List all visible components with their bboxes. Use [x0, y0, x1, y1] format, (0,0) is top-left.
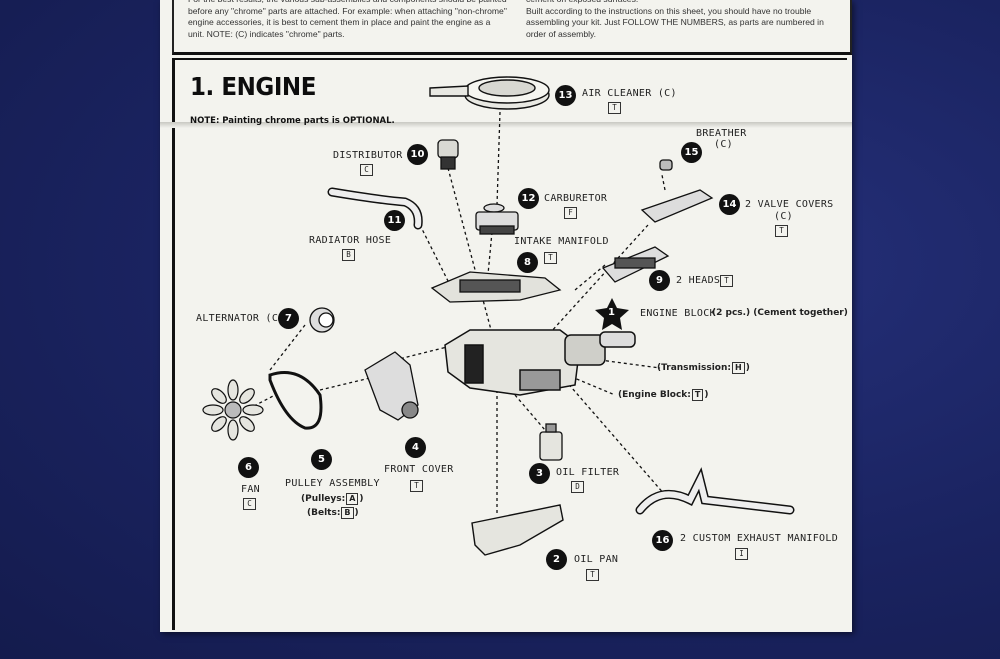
step-badge-2: 2	[546, 549, 567, 570]
part-label-distributor: DISTRIBUTOR	[333, 150, 403, 161]
part-label-front-cover: FRONT COVER	[384, 464, 454, 475]
part-label-heads: 2 HEADS	[676, 275, 721, 286]
distributor-part	[437, 139, 459, 170]
oil-filter-part	[539, 423, 563, 461]
step-badge-15: 15	[681, 142, 702, 163]
alternator-part	[309, 307, 335, 333]
step-badge-9: 9	[649, 270, 670, 291]
callout-transmission-label: (Transmission:	[657, 363, 731, 373]
pulley-pulleys-line: (Pulleys:A)	[301, 493, 364, 505]
carburetor-part	[475, 203, 519, 235]
paper-fold	[160, 122, 852, 128]
part-label-valve-covers: 2 VALVE COVERS	[745, 199, 834, 210]
step-badge-8: 8	[517, 252, 538, 273]
part-label-radiator-hose: RADIATOR HOSE	[309, 235, 392, 246]
part-code-oil-pan: T	[586, 569, 599, 581]
part-code-fan: C	[243, 498, 256, 510]
part-code-distributor: C	[360, 164, 373, 176]
part-label-breather: BREATHER	[696, 128, 747, 139]
callout-engine-block-code: T	[691, 389, 704, 401]
callout-transmission-close: )	[745, 363, 750, 373]
step-badge-12: 12	[518, 188, 539, 209]
step-badge-16: 16	[652, 530, 673, 551]
intro-right-text: cement on exposed surfaces. Built accord…	[526, 0, 824, 39]
callout-engine-block: (Engine Block:T)	[618, 389, 708, 401]
fan-part	[202, 379, 264, 441]
part-label-fan: FAN	[241, 484, 260, 495]
part-code-air-cleaner: T	[608, 102, 621, 114]
pulleys-close: )	[359, 494, 364, 504]
part-code-exhaust-manifold: I	[735, 548, 748, 560]
belts-close: )	[354, 508, 359, 518]
part-label-oil-pan: OIL PAN	[574, 554, 619, 565]
part-label-breather-chrome: (C)	[714, 139, 733, 150]
step-badge-6: 6	[238, 457, 259, 478]
pulley-belt-part	[268, 371, 323, 430]
step-badge-7: 7	[278, 308, 299, 329]
part-label-carburetor: CARBURETOR	[544, 193, 608, 204]
step-badge-14: 14	[719, 194, 740, 215]
callout-engine-block-close: )	[704, 390, 709, 400]
engine-panel	[172, 58, 847, 630]
step-badge-5: 5	[311, 449, 332, 470]
part-label-valve-covers-chrome: (C)	[774, 211, 793, 222]
part-label-air-cleaner: AIR CLEANER (C)	[582, 88, 677, 99]
star-icon	[595, 298, 629, 330]
part-label-alternator: ALTERNATOR (C)	[196, 313, 285, 324]
callout-engine-block-label: (Engine Block:	[618, 390, 691, 400]
part-code-carburetor: F	[564, 207, 577, 219]
engine-block-part	[444, 329, 636, 396]
belts-code: B	[341, 507, 354, 519]
step-badge-11: 11	[384, 210, 405, 231]
intro-strip: For the best results, the various sub-as…	[172, 0, 852, 55]
pulleys-label: (Pulleys:	[301, 494, 346, 504]
step-badge-3: 3	[529, 463, 550, 484]
pulley-belts-line: (Belts:B)	[307, 507, 359, 519]
part-code-radiator-hose: B	[342, 249, 355, 261]
part-code-heads: T	[720, 275, 733, 287]
section-title: 1. ENGINE	[190, 72, 316, 101]
part-code-oil-filter: D	[571, 481, 584, 493]
belts-label: (Belts:	[307, 508, 341, 518]
part-label-pulley-assembly: PULLEY ASSEMBLY	[285, 478, 380, 489]
part-label-engine-block: ENGINE BLOCK	[640, 308, 716, 319]
part-label-intake-manifold: INTAKE MANIFOLD	[514, 236, 609, 247]
oil-pan-part	[471, 504, 564, 556]
part-label-oil-filter: OIL FILTER	[556, 467, 620, 478]
intro-left-text: For the best results, the various sub-as…	[188, 0, 507, 39]
valve-cover-part	[640, 159, 714, 223]
part-code-front-cover: T	[410, 480, 423, 492]
callout-transmission-code: H	[732, 362, 745, 374]
part-code-intake-manifold: T	[544, 252, 557, 264]
step-badge-10: 10	[407, 144, 428, 165]
callout-transmission: (Transmission:H)	[657, 362, 750, 374]
part-label-exhaust-manifold: 2 CUSTOM EXHAUST MANIFOLD	[680, 533, 839, 544]
heads-part	[601, 246, 670, 283]
front-cover-part	[364, 351, 419, 421]
pulleys-code: A	[346, 493, 359, 505]
intake-manifold-part	[430, 271, 562, 303]
part-label-engine-block-note: (2 pcs.) (Cement together)	[712, 308, 848, 318]
part-code-valve-covers: T	[775, 225, 788, 237]
air-cleaner-part	[429, 76, 550, 110]
step-badge-1: 1	[608, 307, 615, 318]
step-badge-13: 13	[555, 85, 576, 106]
section-note: NOTE: Painting chrome parts is OPTIONAL.	[190, 116, 395, 126]
step-badge-4: 4	[405, 437, 426, 458]
